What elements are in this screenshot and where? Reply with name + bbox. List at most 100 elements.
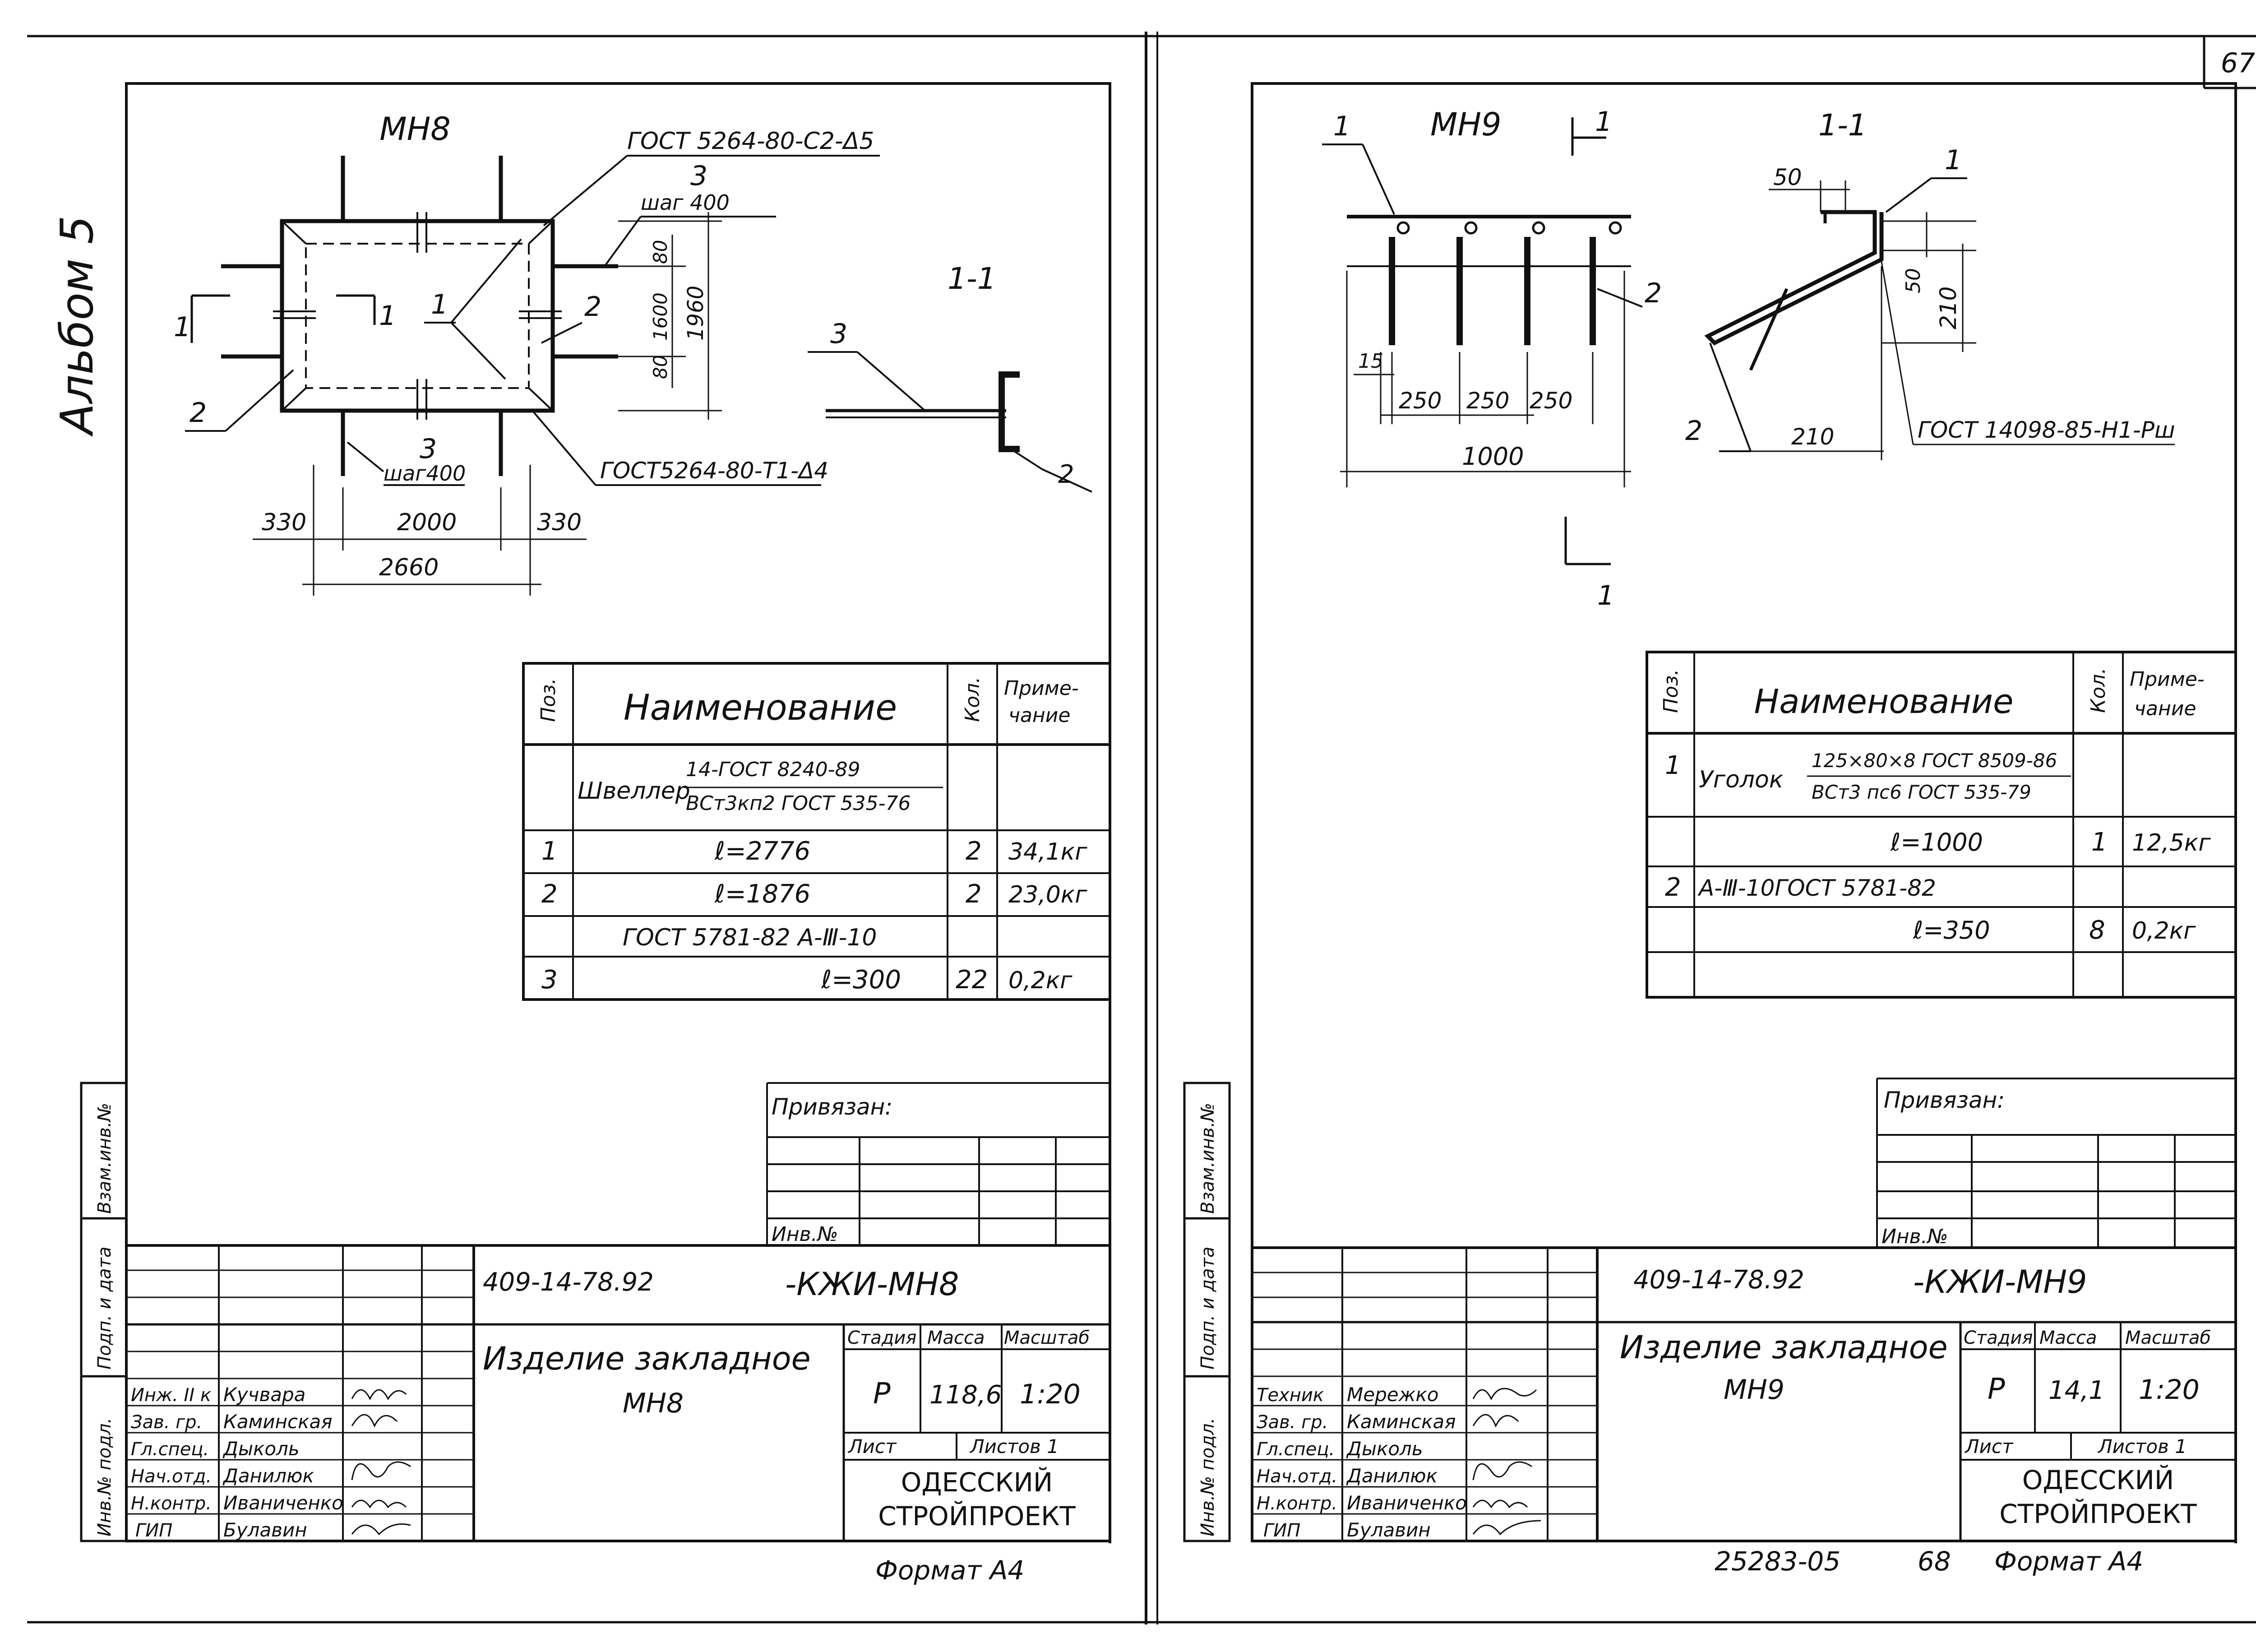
- right-spec-hdr-note: Приме-: [2130, 668, 2205, 691]
- left-spec-r3-name: ГОСТ 5781-82 А-Ⅲ-10: [623, 924, 877, 951]
- right-dim-50b: 50: [1902, 268, 1925, 293]
- left-title: Изделие закладное: [483, 1340, 811, 1377]
- left-dim-2000: 2000: [397, 509, 457, 536]
- left-staff-name-4: Иваниченко: [223, 1492, 343, 1514]
- right-section-label: 1-1: [1818, 108, 1867, 143]
- left-scale-val: 1:20: [1020, 1379, 1081, 1410]
- left-inv: Инв.№: [772, 1223, 838, 1246]
- left-staff-name-0: Кучвара: [223, 1384, 305, 1406]
- right-spec-r3-qty: 8: [2089, 916, 2105, 945]
- left-staff-role-0: Инж. II к: [131, 1385, 211, 1406]
- left-side-stamp-1: Подп. и дата: [94, 1247, 115, 1370]
- left-privyazan: Привязан:: [772, 1094, 892, 1120]
- left-spec-hdr-name: Наименование: [624, 688, 897, 728]
- left-gost-top: ГОСТ 5264-80-С2-Δ5: [627, 128, 874, 155]
- right-spec-r1-name: ℓ=1000: [1890, 828, 1983, 856]
- right-side-stamp-0: Взам.инв.№: [1197, 1103, 1218, 1214]
- right-spec-hdr-name: Наименование: [1754, 682, 2013, 721]
- left-spec-r4-note: 0,2кг: [1008, 967, 1073, 994]
- right-spec-r0-num: 125×80×8 ГОСТ 8509-86: [1812, 750, 2057, 772]
- left-spec-r4-qty: 22: [956, 965, 988, 995]
- right-anchor-rods: [1389, 237, 1596, 345]
- left-step-top: шаг 400: [641, 190, 730, 215]
- channel-section: [999, 371, 1020, 452]
- right-cut-mark-bottom: 1: [1597, 580, 1614, 611]
- left-title-block: [126, 1244, 1110, 1541]
- right-staff-role-1: Зав. гр.: [1257, 1412, 1328, 1433]
- right-code-suffix: -КЖИ-МН9: [1913, 1263, 2087, 1300]
- right-dim-250a: 250: [1399, 388, 1442, 414]
- left-spec-hdr-qty: Кол.: [961, 677, 984, 722]
- left-org-line2: СТРОЙПРОЕКТ: [878, 1500, 1076, 1532]
- right-staff-role-5: ГИП: [1263, 1520, 1300, 1541]
- left-spec-r0-num: 14-ГОСТ 8240-89: [686, 758, 860, 781]
- left-spec-r2-name: ℓ=1876: [714, 879, 811, 909]
- left-section-callout-3: 3: [830, 318, 847, 350]
- right-staff-name-0: Мережко: [1347, 1384, 1438, 1406]
- right-spec-r3-name: ℓ=350: [1913, 916, 1990, 944]
- right-spec-r1-qty: 1: [2091, 828, 2108, 857]
- left-org-line1: ОДЕССКИЙ: [901, 1467, 1053, 1498]
- left-staff-role-1: Зав. гр.: [131, 1412, 202, 1433]
- right-spec-r0-den: ВСт3 пс6 ГОСТ 535-79: [1812, 781, 2031, 803]
- right-gost: ГОСТ 14098-85-Н1-Рш: [1918, 417, 2175, 443]
- left-step-bottom: шаг400: [384, 461, 466, 486]
- right-title-block: [1252, 1246, 2236, 1541]
- left-spec-r0-name: Швеллер: [578, 777, 690, 805]
- right-staff-name-2: Дыколь: [1346, 1438, 1423, 1460]
- right-anchor-circles: [1396, 221, 1622, 235]
- left-callout-2a: 2: [584, 291, 601, 323]
- right-spec-hdr-qty: Кол.: [2087, 668, 2110, 713]
- album-label: Альбом 5: [51, 216, 103, 437]
- left-title-mark: МН8: [623, 1388, 684, 1419]
- left-spec-hdr-pos: Поз.: [537, 678, 560, 722]
- right-side-stamp-2: Инв.№ подл.: [1197, 1418, 1218, 1536]
- right-cut-mark-top: 1: [1595, 106, 1612, 138]
- right-footer-page: 68: [1918, 1546, 1951, 1577]
- left-dim-330a: 330: [262, 509, 306, 536]
- right-dim-15: 15: [1358, 350, 1383, 373]
- left-spec-r2-qty: 2: [966, 879, 982, 909]
- left-callout-2b: 2: [190, 397, 207, 429]
- right-sheet-label: Лист: [1964, 1435, 2014, 1458]
- right-spec-r3-note: 0,2кг: [2132, 917, 2196, 944]
- right-format: Формат А4: [1994, 1546, 2143, 1577]
- right-spec-r2-pos: 2: [1665, 873, 1681, 902]
- right-title: Изделие закладное: [1620, 1329, 1948, 1366]
- left-staff-role-5: ГИП: [135, 1520, 172, 1541]
- left-mark: МН8: [379, 111, 451, 148]
- left-privyazan-block: [766, 1082, 1110, 1245]
- left-side-stamp-2: Инв.№ подл.: [94, 1418, 115, 1536]
- right-stage-hdr: Стадия: [1964, 1328, 2033, 1348]
- right-staff-name-1: Каминская: [1347, 1411, 1456, 1433]
- left-spec-r1-qty: 2: [966, 837, 982, 866]
- channel-frame-inner: [305, 243, 530, 389]
- right-sheets-label: Листов 1: [2097, 1435, 2187, 1458]
- right-spec-table: [1646, 651, 2237, 999]
- left-code-suffix: -КЖИ-МН8: [785, 1266, 959, 1303]
- cut-mark-left-a: 1: [174, 311, 191, 343]
- right-dim-250c: 250: [1530, 388, 1572, 414]
- right-callout-2: 2: [1645, 278, 1662, 309]
- right-dim-1000: 1000: [1462, 442, 1524, 471]
- right-staff-name-5: Булавин: [1347, 1519, 1431, 1541]
- left-stage-val: Р: [873, 1377, 891, 1411]
- left-spec-hdr-note2: чание: [1008, 704, 1070, 727]
- left-staff-role-4: Н.контр.: [131, 1493, 212, 1514]
- left-callout-3b: 3: [420, 433, 437, 465]
- right-spec-hdr-pos: Поз.: [1660, 669, 1683, 713]
- right-mark: МН9: [1430, 106, 1502, 143]
- left-gost-bottom: ГОСТ5264-80-Т1-Δ4: [600, 458, 828, 484]
- left-section-callout-2: 2: [1058, 460, 1074, 489]
- left-mass-val: 118,6: [929, 1380, 1002, 1410]
- left-staff-name-2: Дыколь: [222, 1438, 300, 1460]
- right-inv: Инв.№: [1882, 1225, 1948, 1248]
- right-footer-code: 25283-05: [1715, 1546, 1840, 1577]
- left-mass-hdr: Масса: [927, 1328, 985, 1348]
- right-org-line1: ОДЕССКИЙ: [2022, 1464, 2174, 1495]
- left-spec-r4-pos: 3: [541, 965, 558, 995]
- left-code: 409-14-78.92: [483, 1268, 654, 1297]
- right-spec-r0-name: Уголок: [1699, 766, 1784, 793]
- left-spec-r4-name: ℓ=300: [821, 965, 901, 995]
- right-spec-r0-pos: 1: [1665, 751, 1681, 780]
